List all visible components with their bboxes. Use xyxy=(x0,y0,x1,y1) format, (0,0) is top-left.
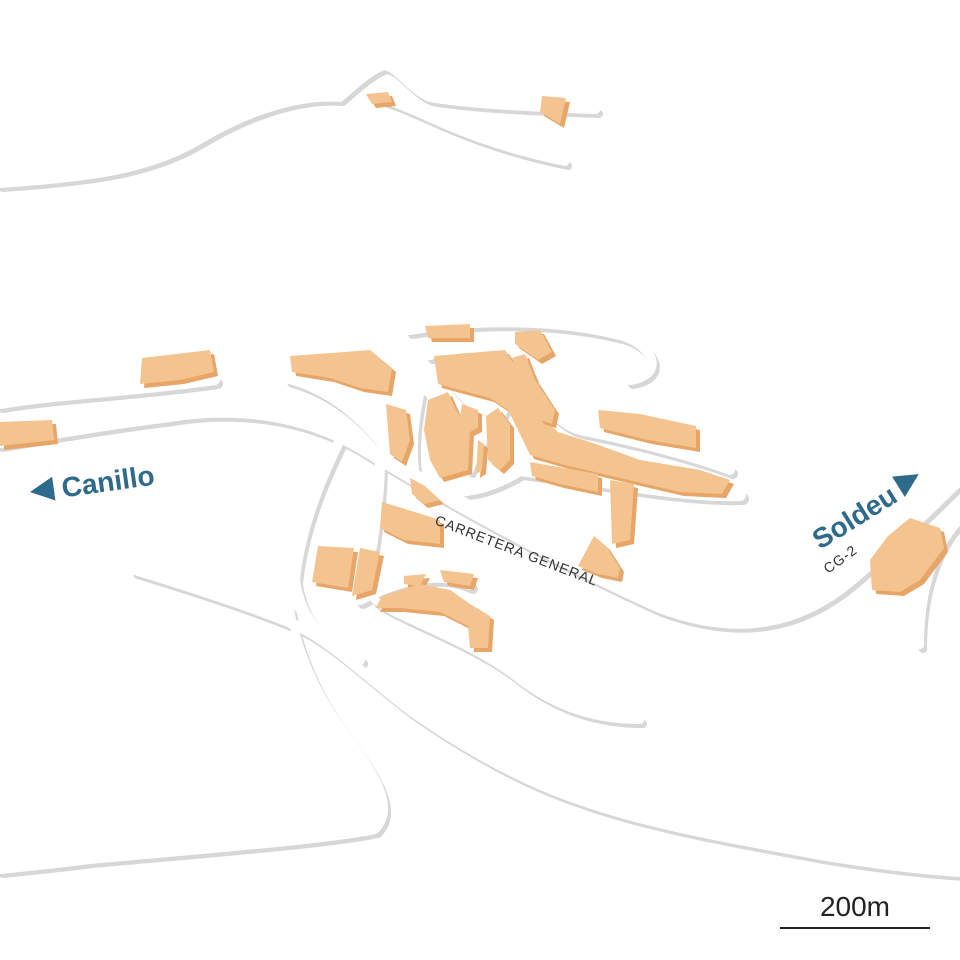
building-block xyxy=(530,462,598,492)
building-block xyxy=(386,404,410,462)
building-block xyxy=(380,502,440,544)
building-block xyxy=(366,92,392,104)
canillo-label: Canillo xyxy=(60,460,157,504)
arrow-left-icon xyxy=(30,476,56,501)
building-block xyxy=(578,536,620,578)
building-block xyxy=(515,330,552,360)
mountain-road xyxy=(0,62,600,188)
building-block xyxy=(434,350,730,494)
mountain-road-branch xyxy=(381,96,569,166)
building-block xyxy=(140,350,214,384)
building-block xyxy=(0,420,54,446)
scale-bar: 200m xyxy=(780,890,930,932)
building-block xyxy=(290,350,392,392)
building-block xyxy=(540,96,566,124)
cg2-road xyxy=(0,401,960,629)
building-block xyxy=(424,392,470,478)
scale-line xyxy=(780,927,930,929)
roads xyxy=(0,62,960,877)
building-block xyxy=(425,324,470,338)
building-block xyxy=(476,440,484,474)
building-block xyxy=(870,518,944,592)
building-block xyxy=(352,548,380,596)
building-block xyxy=(404,574,426,586)
scale-label: 200m xyxy=(819,891,891,922)
building-block xyxy=(598,410,696,448)
building-block xyxy=(312,546,354,588)
building-blocks xyxy=(0,92,948,652)
building-block xyxy=(512,354,555,424)
canillo-direction[interactable]: Canillo xyxy=(28,460,156,508)
building-block xyxy=(610,480,634,544)
arrow-right-icon xyxy=(892,474,919,498)
building-block xyxy=(460,404,478,432)
building-block xyxy=(410,478,440,504)
building-block xyxy=(440,570,474,586)
building-block xyxy=(486,408,510,470)
building-block xyxy=(376,584,490,648)
